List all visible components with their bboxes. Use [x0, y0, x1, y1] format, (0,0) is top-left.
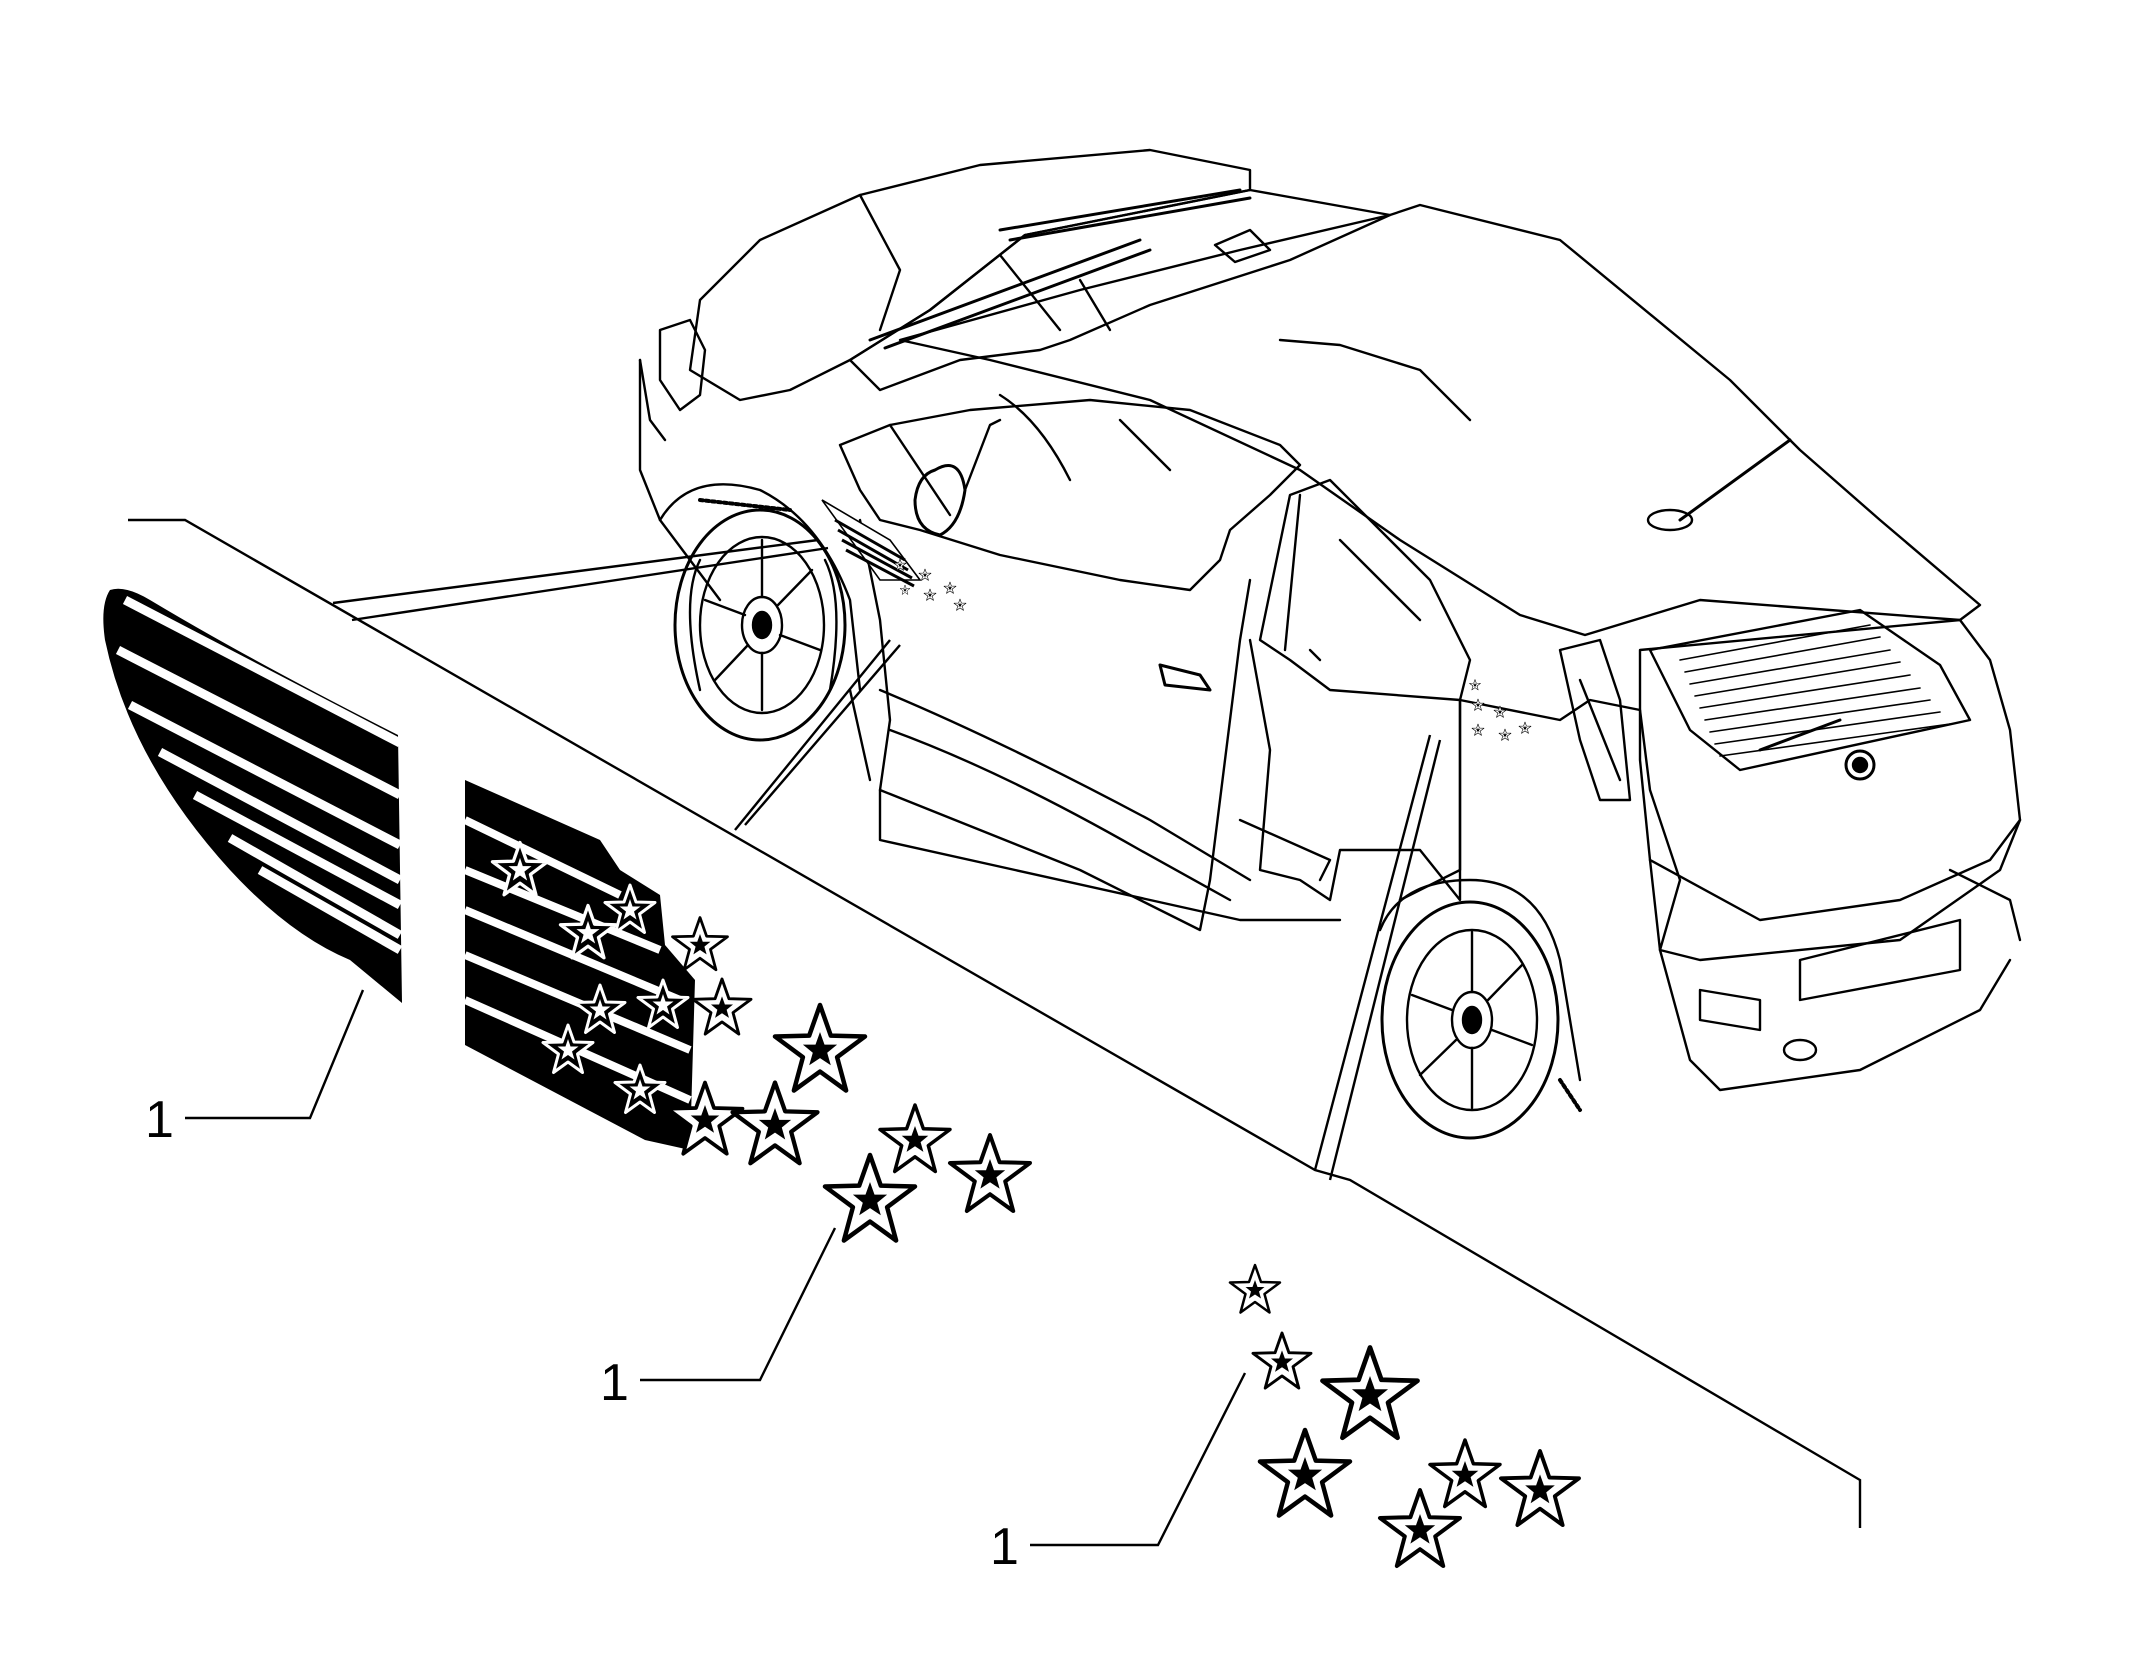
wiper-front	[868, 238, 1152, 350]
fender-decal-on-car	[821, 499, 922, 588]
window-frame-front	[838, 398, 1302, 592]
door-handle-front	[1158, 663, 1212, 692]
rear-star-decal	[1228, 1263, 1581, 1566]
rear-wheel	[1378, 878, 1582, 1140]
door-rear	[1248, 638, 1462, 902]
door-star-decal	[463, 780, 1030, 1241]
callout-label-front-stripes: 1	[145, 1091, 174, 1149]
headlight-front	[658, 318, 707, 412]
car-roof	[898, 203, 1982, 637]
roof-antenna	[1678, 438, 1792, 522]
leader-lines	[128, 518, 1862, 1528]
wiper-rear	[1758, 718, 1842, 752]
callouts	[185, 989, 1247, 1547]
rear-bumper	[1648, 818, 2022, 1092]
side-mirror	[913, 464, 967, 537]
front-stripe-decal	[103, 588, 403, 1003]
callout-label-front-stars: 1	[600, 1354, 629, 1412]
exhaust-pipe	[1782, 1038, 1818, 1062]
car-hood	[688, 148, 1252, 402]
car-illustration	[638, 148, 2022, 1140]
tailgate	[1638, 618, 2022, 962]
callout-label-rear-stars: 1	[990, 1518, 1019, 1576]
front-wheel	[673, 508, 847, 742]
rear-window	[1648, 608, 1972, 772]
rear-star-decal-on-car	[1469, 679, 1532, 741]
tail-light	[1558, 638, 1632, 802]
door-front	[858, 518, 1252, 932]
rear-badge	[1844, 749, 1876, 781]
